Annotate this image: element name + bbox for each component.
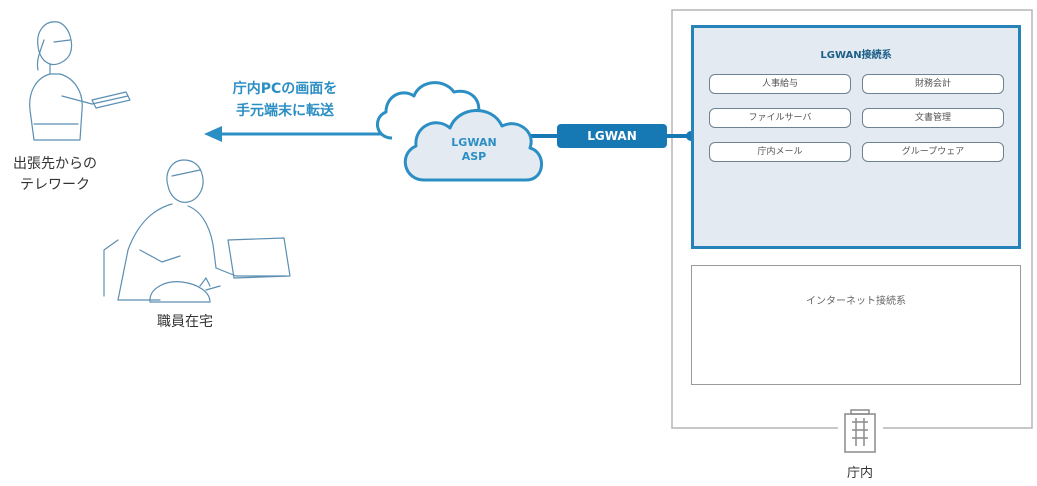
system-item-document-management: 文書管理 xyxy=(862,108,1004,128)
home-label: 職員在宅 xyxy=(157,314,213,330)
system-item-personnel-payroll: 人事給与 xyxy=(709,74,851,94)
woman-with-tablet-icon xyxy=(29,21,131,141)
transfer-line2: 手元端末に転送 xyxy=(236,103,334,119)
transfer-arrowhead xyxy=(204,126,222,142)
cloud-icon xyxy=(403,109,543,182)
system-item-groupware: グループウェア xyxy=(862,142,1004,162)
lgwan-connection-label: LGWAN xyxy=(557,124,667,148)
man-with-laptop-and-cat-icon xyxy=(103,159,291,303)
system-item-file-server: ファイルサーバ xyxy=(709,108,851,128)
transfer-line1: 庁内PCの画面を xyxy=(232,81,338,97)
transfer-description: 庁内PCの画面を 手元端末に転送 xyxy=(200,78,370,122)
traveler-label: 出張先からの テレワーク xyxy=(0,154,110,196)
traveler-label-line2: テレワーク xyxy=(20,177,90,193)
cloud-label-line2: ASP xyxy=(461,150,487,163)
cloud-label: LGWAN ASP xyxy=(434,136,514,164)
internet-system-title: インターネット接続系 xyxy=(806,296,906,307)
internet-system-box: インターネット接続系 xyxy=(691,265,1021,385)
lgwan-system-title: LGWAN接続系 xyxy=(820,50,892,61)
cloud-back-icon xyxy=(376,81,481,140)
lgwan-system-box: LGWAN接続系 人事給与 財務会計 ファイルサーバ 文書管理 庁内メール グル… xyxy=(691,25,1021,249)
system-item-internal-mail: 庁内メール xyxy=(709,142,851,162)
system-item-financial-accounting: 財務会計 xyxy=(862,74,1004,94)
office-building-icon xyxy=(844,409,876,453)
office-frame xyxy=(671,9,1033,429)
cloud-label-line1: LGWAN xyxy=(451,136,497,149)
traveler-label-line1: 出張先からの xyxy=(13,156,97,172)
office-label: 庁内 xyxy=(846,466,873,481)
